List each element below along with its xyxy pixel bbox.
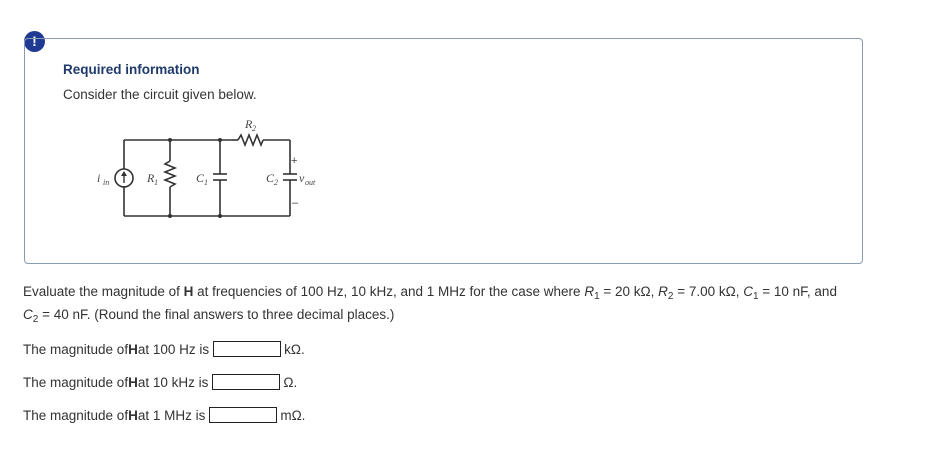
question-r1: R: [584, 284, 595, 299]
label-c1-sub: 1: [204, 178, 208, 187]
question-c2-sub: 2: [32, 314, 39, 325]
question-r2-sub: 2: [667, 291, 674, 302]
answer-input-1mhz[interactable]: [209, 407, 278, 423]
label-c2-sub: 2: [274, 178, 278, 187]
answer-input-100hz[interactable]: [213, 341, 282, 357]
question-r1-val: = 20 kΩ,: [599, 284, 659, 299]
question-r2: R: [658, 284, 668, 299]
answer-row-1mhz: The magnitude of H at 1 MHz is mΩ.: [23, 406, 305, 424]
answer-suffix: at 10 kHz is: [137, 374, 209, 390]
answer-prefix: The magnitude of: [23, 341, 129, 357]
answer-h: H: [128, 374, 138, 390]
answer-h: H: [128, 407, 138, 423]
label-r1: R: [146, 171, 155, 185]
answer-unit: kΩ.: [284, 341, 305, 357]
info-text: Consider the circuit given below.: [63, 87, 257, 102]
answer-prefix: The magnitude of: [23, 407, 129, 423]
label-r2: R: [244, 117, 253, 131]
info-title: Required information: [63, 62, 200, 77]
label-iin-sub: in: [103, 178, 109, 187]
answer-unit: Ω.: [283, 374, 298, 390]
question-c1-val: = 10 nF, and: [758, 284, 837, 299]
question-c1: C: [743, 284, 753, 299]
answer-row-10khz: The magnitude of H at 10 kHz is Ω.: [23, 373, 297, 391]
label-c1: C: [196, 171, 205, 185]
label-iin: i: [97, 171, 100, 185]
answer-h: H: [128, 341, 138, 357]
question-part: at frequencies of 100 Hz, 10 kHz, and 1 …: [193, 284, 585, 299]
question-text: Evaluate the magnitude of H at frequenci…: [23, 283, 893, 329]
label-vout-sub: out: [305, 178, 316, 187]
answer-unit: mΩ.: [280, 407, 306, 423]
label-plus: +: [291, 155, 297, 167]
answer-row-100hz: The magnitude of H at 100 Hz is kΩ.: [23, 340, 305, 358]
answer-prefix: The magnitude of: [23, 374, 129, 390]
label-vout: v: [299, 171, 305, 185]
alert-icon: !: [24, 31, 45, 52]
label-minus: –: [292, 197, 299, 209]
label-r2-sub: 2: [252, 124, 256, 133]
label-r1-sub: 1: [154, 178, 158, 187]
answer-suffix: at 100 Hz is: [137, 341, 210, 357]
question-c1-sub: 1: [752, 291, 759, 302]
answer-input-10khz[interactable]: [212, 374, 281, 390]
circuit-diagram: i in R 1 C 1 R 2 C 2 v out + –: [97, 117, 316, 218]
answer-suffix: at 1 MHz is: [137, 407, 206, 423]
question-part: Evaluate the magnitude of: [23, 284, 184, 299]
question-h: H: [183, 284, 194, 299]
question-c2: C: [23, 307, 33, 322]
question-c2-val: = 40 nF. (Round the final answers to thr…: [38, 307, 395, 322]
label-c2: C: [266, 171, 275, 185]
question-r2-val: = 7.00 kΩ,: [673, 284, 744, 299]
required-info-box: Required information Consider the circui…: [24, 38, 863, 264]
question-r1-sub: 1: [594, 291, 600, 302]
